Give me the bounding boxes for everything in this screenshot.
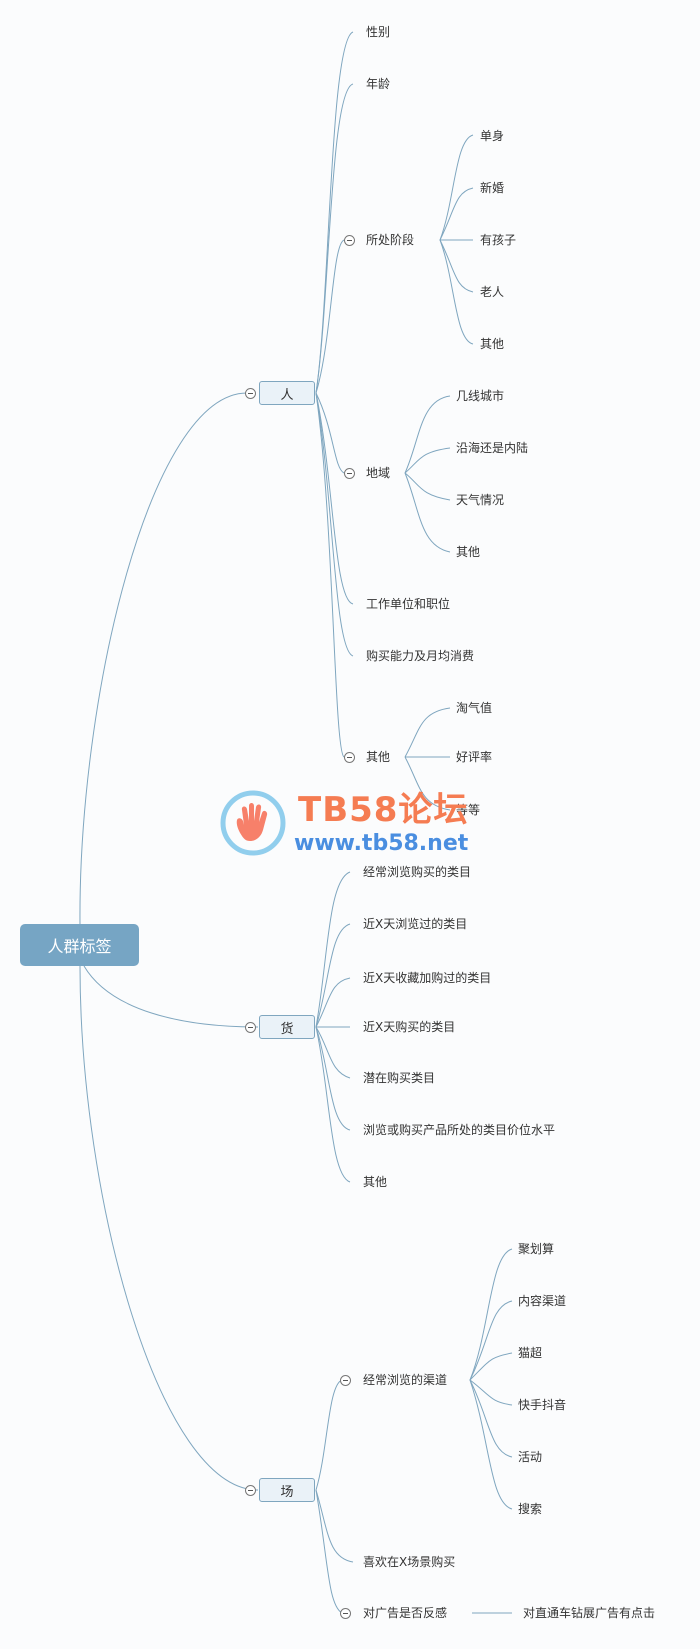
watermark-url: www.tb58.net: [294, 831, 469, 856]
node-ad-child[interactable]: 对直通车钻展广告有点击: [523, 1606, 656, 1620]
node-people-other-2[interactable]: 好评率: [456, 750, 493, 764]
link-goods-5: [315, 1026, 351, 1079]
link-place-channels: [315, 1379, 343, 1491]
link-channel-3: [469, 1352, 513, 1381]
link-goods-2: [315, 923, 351, 1028]
root-node[interactable]: 人群标签: [20, 924, 139, 966]
link-channel-6: [469, 1379, 513, 1510]
link-region-1: [404, 395, 451, 474]
collapse-toggle-stage[interactable]: [344, 235, 355, 246]
node-people[interactable]: 人: [259, 381, 315, 405]
link-channel-2: [469, 1300, 513, 1381]
link-people-region: [315, 392, 345, 474]
link-channel-4: [469, 1379, 513, 1406]
node-channel-1[interactable]: 聚划算: [518, 1242, 555, 1256]
node-stage[interactable]: 所处阶段: [366, 233, 415, 247]
node-channel-2[interactable]: 内容渠道: [518, 1294, 567, 1308]
collapse-toggle-channels[interactable]: [340, 1375, 351, 1386]
watermark: TB58论坛 www.tb58.net: [220, 790, 480, 860]
node-goods[interactable]: 货: [259, 1015, 315, 1039]
link-people-other: [315, 392, 345, 758]
node-age[interactable]: 年龄: [366, 77, 391, 91]
link-other-3: [404, 756, 451, 811]
node-goods-6[interactable]: 浏览或购买产品所处的类目价位水平: [363, 1123, 556, 1137]
node-people-other[interactable]: 其他: [366, 750, 391, 764]
link-region-4: [404, 472, 451, 553]
node-channels[interactable]: 经常浏览的渠道: [363, 1373, 448, 1387]
node-stage-5[interactable]: 其他: [480, 337, 505, 351]
link-root-place: [79, 965, 259, 1491]
node-goods-1[interactable]: 经常浏览购买的类目: [363, 865, 472, 879]
node-goods-2[interactable]: 近X天浏览过的类目: [363, 917, 468, 931]
link-people-job: [315, 392, 354, 605]
collapse-toggle-place[interactable]: [245, 1485, 256, 1496]
node-region-3[interactable]: 天气情况: [456, 493, 505, 507]
node-scene[interactable]: 喜欢在X场景购买: [363, 1555, 456, 1569]
link-stage-4: [439, 239, 474, 293]
link-people-age: [315, 83, 354, 394]
node-job[interactable]: 工作单位和职位: [366, 597, 451, 611]
link-region-3: [404, 472, 451, 501]
root-label: 人群标签: [47, 937, 112, 956]
node-goods-4[interactable]: 近X天购买的类目: [363, 1020, 456, 1034]
node-region-4[interactable]: 其他: [456, 545, 481, 559]
link-people-stage: [315, 239, 345, 394]
node-goods-label: 货: [280, 1021, 294, 1037]
node-place[interactable]: 场: [259, 1478, 315, 1502]
link-root-people: [79, 392, 248, 926]
link-other-1: [404, 707, 451, 758]
node-people-label: 人: [280, 387, 294, 403]
link-channel-5: [469, 1379, 513, 1458]
collapse-toggle-region[interactable]: [344, 468, 355, 479]
node-channel-3[interactable]: 猫超: [518, 1346, 543, 1360]
node-channel-6[interactable]: 搜索: [518, 1502, 543, 1516]
link-people-spending: [315, 392, 354, 657]
node-stage-1[interactable]: 单身: [480, 129, 505, 143]
link-region-2: [404, 447, 451, 474]
node-stage-4[interactable]: 老人: [480, 285, 505, 299]
node-region[interactable]: 地域: [366, 466, 391, 480]
node-stage-3[interactable]: 有孩子: [480, 233, 517, 247]
link-stage-5: [439, 239, 474, 345]
node-spending[interactable]: 购买能力及月均消费: [366, 649, 475, 663]
collapse-toggle-ad[interactable]: [340, 1608, 351, 1619]
node-region-2[interactable]: 沿海还是内陆: [456, 441, 529, 455]
collapse-toggle-people-other[interactable]: [344, 752, 355, 763]
node-people-other-1[interactable]: 淘气值: [456, 701, 493, 715]
link-place-scene: [315, 1489, 354, 1563]
node-goods-3[interactable]: 近X天收藏加购过的类目: [363, 971, 492, 985]
link-root-goods: [83, 965, 259, 1028]
link-goods-7: [315, 1026, 351, 1183]
watermark-title: TB58论坛: [298, 790, 469, 830]
node-channel-4[interactable]: 快手抖音: [518, 1398, 567, 1412]
link-place-ad: [315, 1489, 343, 1614]
link-channel-1: [469, 1248, 513, 1381]
node-goods-7[interactable]: 其他: [363, 1175, 388, 1189]
link-goods-3: [315, 977, 351, 1028]
hand-logo-icon: [220, 790, 286, 856]
node-stage-2[interactable]: 新婚: [480, 181, 505, 195]
node-goods-5[interactable]: 潜在购买类目: [363, 1071, 436, 1085]
collapse-toggle-people[interactable]: [245, 388, 256, 399]
node-place-label: 场: [280, 1484, 294, 1500]
node-people-other-3[interactable]: 等等: [456, 803, 481, 817]
link-goods-6: [315, 1026, 351, 1131]
node-ad[interactable]: 对广告是否反感: [363, 1606, 448, 1620]
node-gender[interactable]: 性别: [366, 25, 391, 39]
node-channel-5[interactable]: 活动: [518, 1450, 543, 1464]
collapse-toggle-goods[interactable]: [245, 1022, 256, 1033]
link-stage-1: [439, 134, 474, 241]
node-region-1[interactable]: 几线城市: [456, 389, 505, 403]
link-goods-1: [315, 871, 351, 1028]
link-stage-2: [439, 187, 474, 241]
